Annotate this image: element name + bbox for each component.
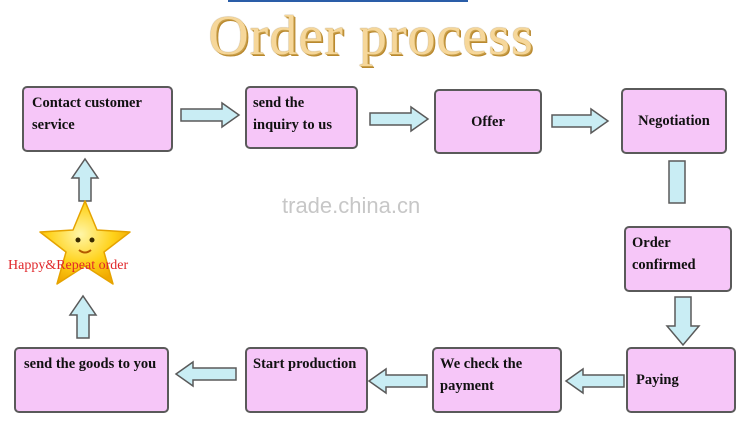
happy-repeat-label: Happy&Repeat order [8,258,129,273]
arrow-up-icon [68,294,98,339]
step-paying: Paying [626,347,736,413]
watermark: trade.china.cn [282,193,421,218]
arrow-right-icon [180,101,241,129]
step-send-goods: send the goods to you [14,347,169,413]
step-order-confirmed: Order confirmed [624,226,732,292]
header-rule [228,0,468,2]
page-title: Order process [208,5,534,67]
arrow-right-icon [369,105,430,133]
arrow-left-icon [367,367,428,395]
arrow-down-icon [665,296,701,347]
arrow-left-icon [174,360,237,388]
smiling-star-icon [39,200,131,285]
step-contact: Contact customer service [22,86,173,152]
step-check-payment: We check the payment [432,347,562,413]
arrow-down-icon [668,160,686,204]
step-offer: Offer [434,89,542,154]
arrow-right-icon [551,107,610,135]
arrow-left-icon [564,367,625,395]
arrow-up-icon [70,157,100,202]
step-negotiation: Negotiation [621,88,727,154]
step-inquiry: send the inquiry to us [245,86,358,149]
step-start-production: Start production [245,347,368,413]
